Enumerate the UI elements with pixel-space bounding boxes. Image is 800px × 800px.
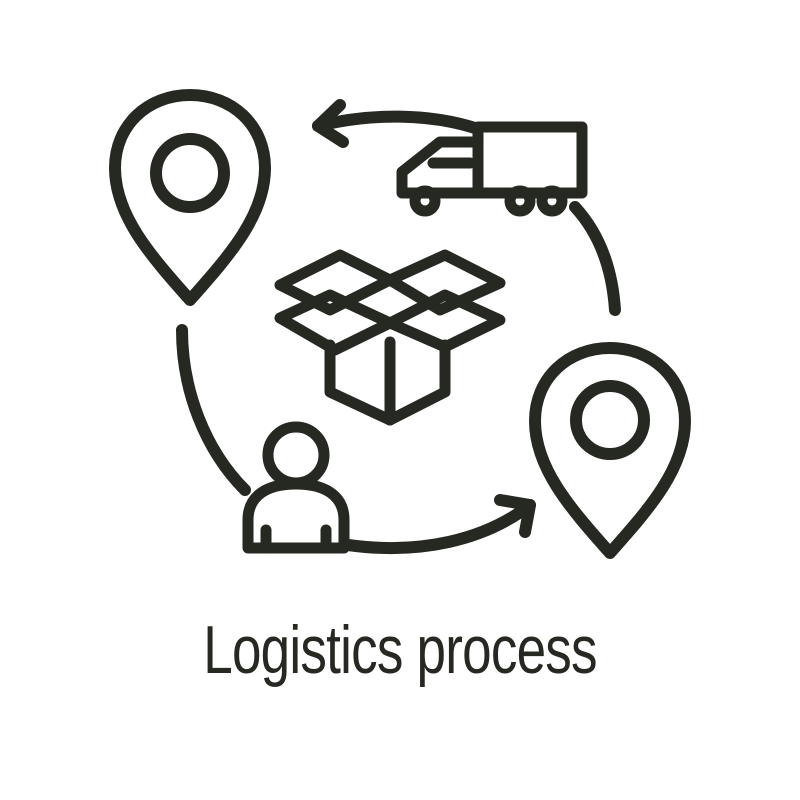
location-pin-icon: [529, 342, 691, 559]
location-pin-icon: [109, 89, 271, 306]
arrow-icon: [342, 494, 536, 555]
person-icon: [242, 421, 350, 554]
truck-icon: [396, 121, 588, 217]
caption-title: Logistics process: [203, 612, 597, 688]
open-box-icon: [274, 249, 506, 426]
arrow-icon: [176, 324, 251, 496]
arrow-icon: [312, 99, 484, 148]
arrow-icon: [569, 201, 621, 316]
